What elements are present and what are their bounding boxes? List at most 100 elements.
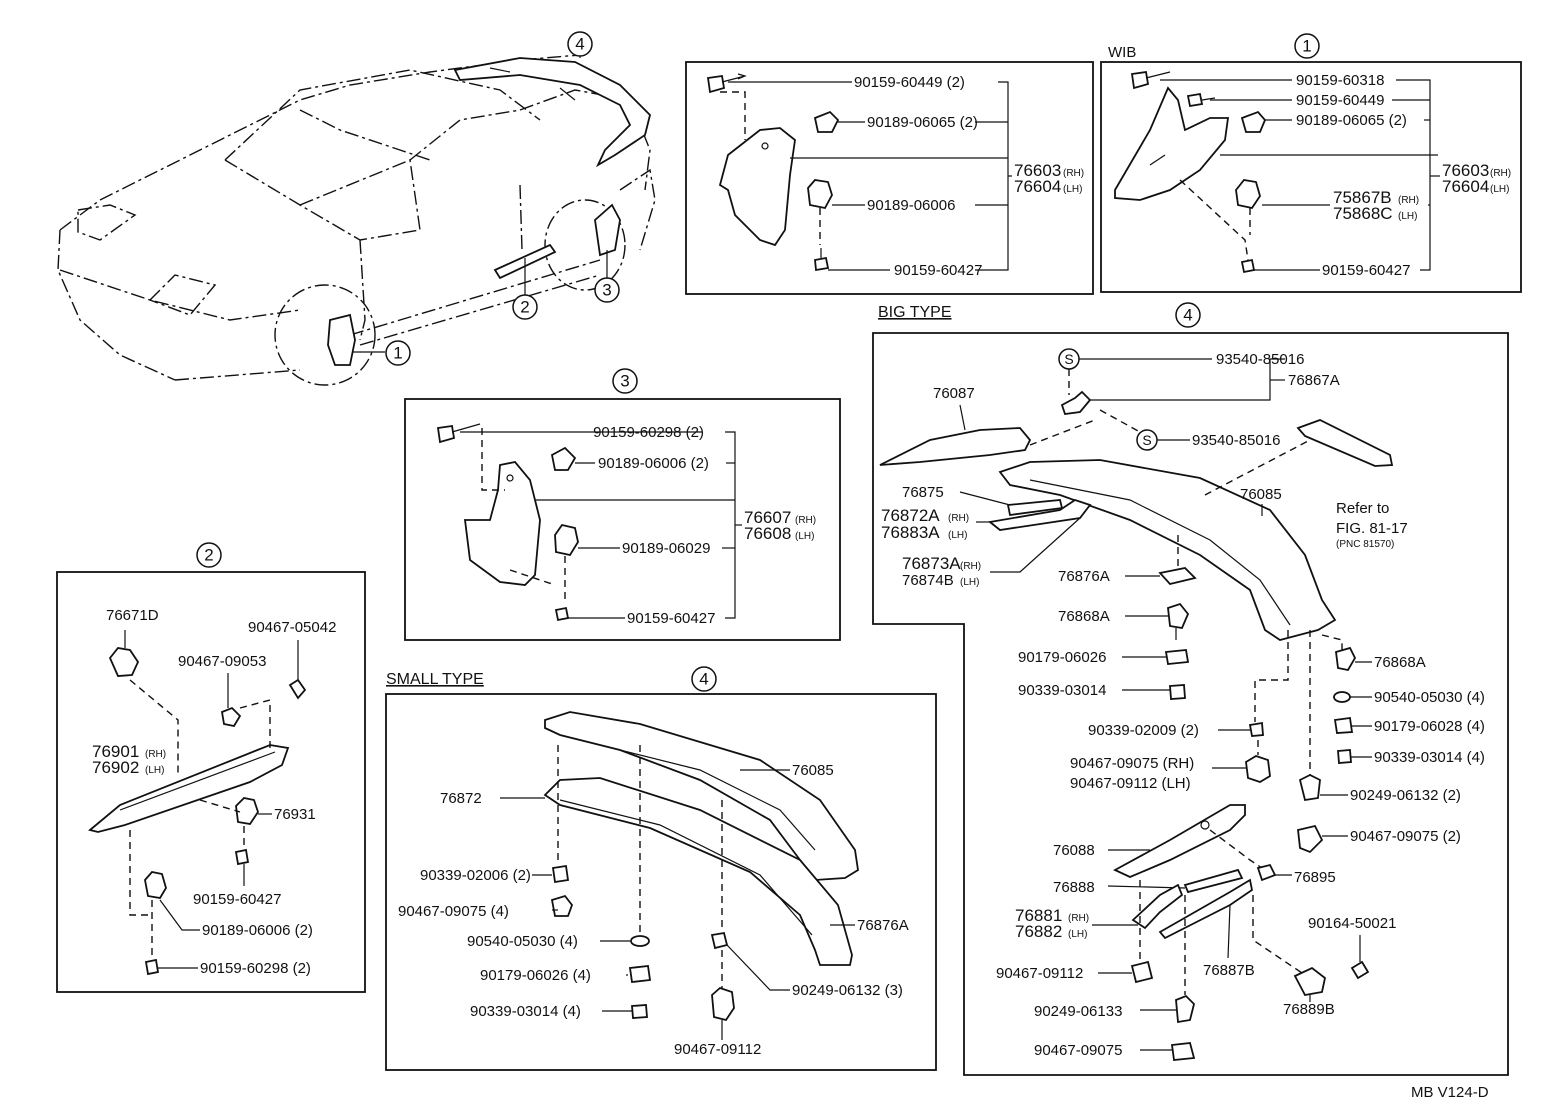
label-90159-60449-wib: 90159-60449 <box>1296 92 1384 109</box>
label-90189-06029: 90189-06029 <box>622 540 710 557</box>
svg-text:(LH): (LH) <box>145 765 164 776</box>
label-76873a: 76873A <box>902 554 961 573</box>
label-75867b: 75867B <box>1333 188 1392 207</box>
label-76867a: 76867A <box>1288 372 1340 389</box>
label-90339-02009: 90339-02009 (2) <box>1088 722 1199 739</box>
svg-text:(RH): (RH) <box>795 515 816 526</box>
label-90467-09075-bottom: 90467-09075 <box>1034 1042 1122 1059</box>
label-76902: 76902 <box>92 758 139 777</box>
svg-text:(LH): (LH) <box>795 531 814 542</box>
svg-text:(RH): (RH) <box>1063 168 1084 179</box>
label-76872: 76872 <box>440 790 482 807</box>
label-76887b: 76887B <box>1203 962 1255 979</box>
svg-text:(RH): (RH) <box>145 749 166 760</box>
label-90159-60427: 90159-60427 <box>894 262 982 279</box>
callout-1-car: 1 <box>385 340 411 366</box>
label-76868a-b: 76868A <box>1374 654 1426 671</box>
svg-text:(LH): (LH) <box>1063 184 1082 195</box>
label-90339-02006: 90339-02006 (2) <box>420 867 531 884</box>
svg-text:(RH): (RH) <box>960 561 981 572</box>
label-90467-09112-lh: 90467-09112 (LH) <box>1070 775 1191 792</box>
label-90339-03014-big: 90339-03014 <box>1018 682 1106 699</box>
callout-4-car: 4 <box>567 31 593 57</box>
label-90189-06065-wib: 90189-06065 (2) <box>1296 112 1407 129</box>
panel-rear-mudguard: 3 90159-60298 (2) 90189-06006 (2) 90189-… <box>404 368 841 641</box>
svg-text:(LH): (LH) <box>1490 184 1509 195</box>
label-90159-60427-2: 90159-60427 <box>193 891 281 908</box>
label-76888: 76888 <box>1053 879 1095 896</box>
label-90467-09112-big: 90467-09112 <box>996 965 1083 982</box>
label-90249-06132-small: 90249-06132 (3) <box>792 982 903 999</box>
label-76872a: 76872A <box>881 506 940 525</box>
label-75868c: 75868C <box>1333 204 1393 223</box>
label-76671d: 76671D <box>106 607 159 624</box>
label-76895: 76895 <box>1294 869 1336 886</box>
panel-front-mudguard: 90159-60449 (2) 90189-06065 (2) 90189-06… <box>685 61 1094 295</box>
car-illustration <box>57 46 656 386</box>
label-90159-60449: 90159-60449 (2) <box>854 74 965 91</box>
svg-text:(RH): (RH) <box>1490 168 1511 179</box>
svg-text:3: 3 <box>602 281 611 300</box>
label-90159-60298-2: 90159-60298 (2) <box>200 960 311 977</box>
label-76875: 76875 <box>902 484 944 501</box>
diagram-code: MB V124-D <box>1411 1084 1489 1101</box>
label-90339-03014-small: 90339-03014 (4) <box>470 1003 581 1020</box>
label-90189-06006: 90189-06006 <box>867 197 955 214</box>
label-fig-81-17: FIG. 81-17 <box>1336 520 1408 537</box>
label-76876a-big: 76876A <box>1058 568 1110 585</box>
label-76881: 76881 <box>1015 906 1062 925</box>
label-90540-05030-big: 90540-05030 (4) <box>1374 689 1485 706</box>
label-76876a-small: 76876A <box>857 917 909 934</box>
panel-big-type-spoiler: BIG TYPE 4 S S Refer to FIG. 81-17 (PNC … <box>872 302 1509 1076</box>
panel-wib-mudguard: WIB 1 90159-60318 90159-60449 90189-0606… <box>1100 33 1522 293</box>
label-90467-09075-big: 90467-09075 (2) <box>1350 828 1461 845</box>
label-90164-50021: 90164-50021 <box>1308 915 1396 932</box>
svg-text:1: 1 <box>1302 37 1311 56</box>
heading-small-type: SMALL TYPE <box>386 671 484 688</box>
label-90189-06006-2: 90189-06006 (2) <box>202 922 313 939</box>
label-90249-06133: 90249-06133 <box>1034 1003 1122 1020</box>
heading-big-type: BIG TYPE <box>878 304 952 321</box>
label-90159-60318: 90159-60318 <box>1296 72 1384 89</box>
label-90467-09075-small: 90467-09075 (4) <box>398 903 509 920</box>
svg-text:S: S <box>1142 432 1151 448</box>
label-76603-wib: 76603 <box>1442 161 1489 180</box>
label-76868a-a: 76868A <box>1058 608 1110 625</box>
label-76085-small: 76085 <box>792 762 834 779</box>
label-90179-06026-small: 90179-06026 (4) <box>480 967 591 984</box>
heading-wib: WIB <box>1108 44 1136 61</box>
panel-small-type-spoiler: SMALL TYPE 4 76085 76872 90339-02006 (2)… <box>385 666 937 1071</box>
label-76882: 76882 <box>1015 922 1062 941</box>
label-76603: 76603 <box>1014 161 1061 180</box>
label-90467-09075-rh: 90467-09075 (RH) <box>1070 755 1194 772</box>
label-76901: 76901 <box>92 742 139 761</box>
svg-text:4: 4 <box>699 670 708 689</box>
panel-side-skirt: 2 76671D 90467-05042 90467-09053 76901 (… <box>56 542 366 993</box>
label-90159-60298: 90159-60298 (2) <box>593 424 704 441</box>
label-90189-06065: 90189-06065 (2) <box>867 114 978 131</box>
callout-3-car: 3 <box>594 277 620 303</box>
svg-text:1: 1 <box>393 344 402 363</box>
label-76883a: 76883A <box>881 523 940 542</box>
label-refer-to: Refer to <box>1336 500 1389 517</box>
label-90159-60427-wib: 90159-60427 <box>1322 262 1410 279</box>
label-90467-05042: 90467-05042 <box>248 619 336 636</box>
label-76889b: 76889B <box>1283 1001 1335 1018</box>
label-76931: 76931 <box>274 806 316 823</box>
label-90339-03014-big-b: 90339-03014 (4) <box>1374 749 1485 766</box>
label-93540-85016-b: 93540-85016 <box>1192 432 1280 449</box>
svg-text:2: 2 <box>204 546 213 565</box>
label-93540-85016-a: 93540-85016 <box>1216 351 1304 368</box>
svg-text:(LH): (LH) <box>948 530 967 541</box>
callout-2-car: 2 <box>512 294 538 320</box>
svg-text:3: 3 <box>620 372 629 391</box>
label-90467-09053: 90467-09053 <box>178 653 266 670</box>
svg-text:2: 2 <box>520 298 529 317</box>
label-pnc-81570: (PNC 81570) <box>1336 539 1394 550</box>
label-76608: 76608 <box>744 524 791 543</box>
svg-text:(RH): (RH) <box>1068 913 1089 924</box>
svg-text:S: S <box>1064 351 1073 367</box>
label-76088: 76088 <box>1053 842 1095 859</box>
svg-text:(LH): (LH) <box>1398 211 1417 222</box>
